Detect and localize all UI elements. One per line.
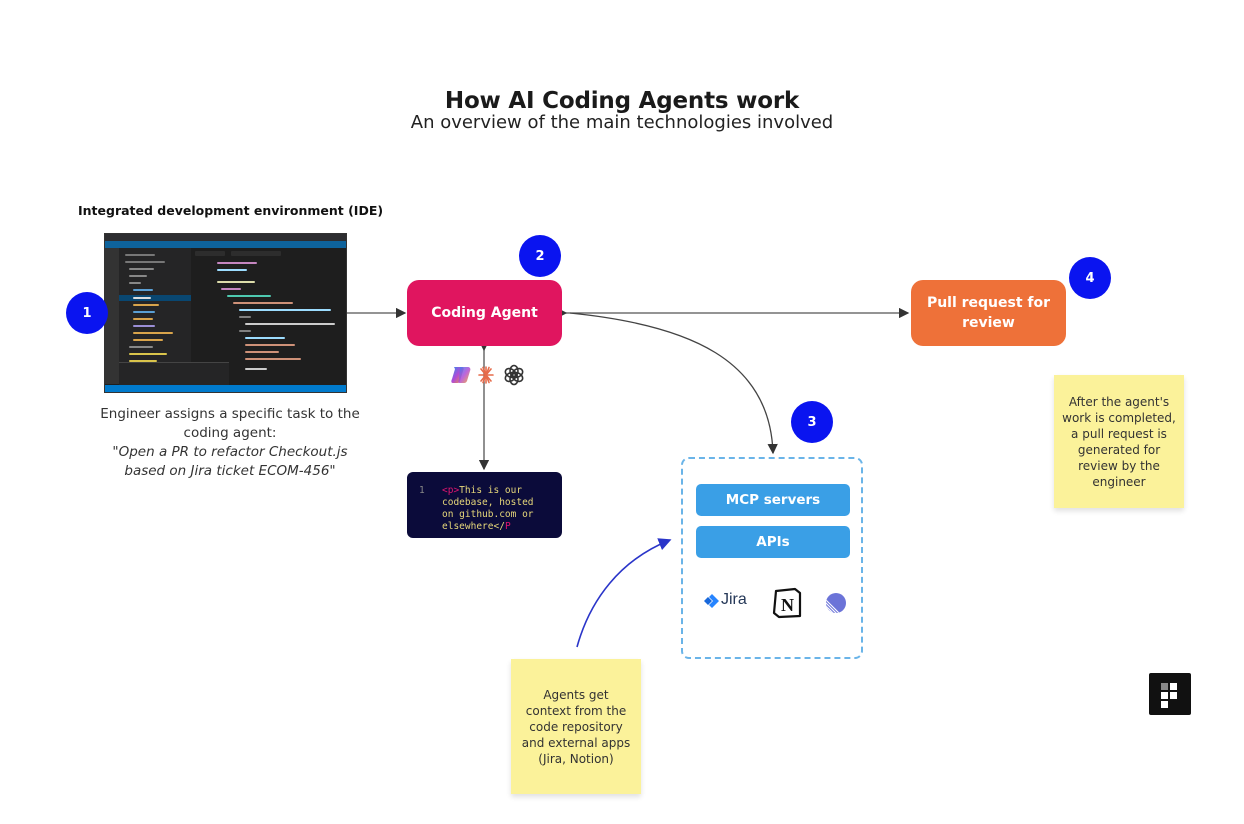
code-line-number: 1: [419, 485, 425, 496]
coding-agent-node[interactable]: Coding Agent: [407, 280, 562, 346]
ide-code-line: [239, 330, 251, 332]
ide-banner: [105, 241, 346, 248]
ide-tree-line: [133, 339, 163, 341]
logo-cell: [1170, 683, 1177, 690]
mcp-servers-node[interactable]: MCP servers: [696, 484, 850, 516]
notion-icon: N: [772, 587, 802, 619]
ide-tree-line: [129, 360, 157, 362]
apis-node[interactable]: APIs: [696, 526, 850, 558]
linear-icon: [826, 593, 846, 613]
pr-sticky-note: After the agent's work is completed, a p…: [1054, 375, 1184, 508]
ide-tab: [231, 251, 281, 256]
ide-statusbar: [105, 385, 346, 392]
jira-label: Jira: [721, 591, 747, 608]
ide-tree-line: [125, 261, 165, 263]
task-quote-line-1: "Open a PR to refactor Checkout.js: [112, 444, 348, 460]
step-3-badge: 3: [791, 401, 833, 443]
ide-code-line: [245, 351, 279, 353]
ide-tree-line: [129, 353, 167, 355]
ide-tab: [195, 251, 225, 256]
logo-cell: [1161, 692, 1168, 699]
code-open-tag: <p>: [442, 485, 460, 496]
step-4-badge: 4: [1069, 257, 1111, 299]
ide-tree-line: [133, 332, 173, 334]
notion-letter: N: [781, 595, 794, 615]
logo-cell: [1161, 683, 1168, 690]
jira-icon: [704, 594, 719, 608]
code-close-tag-letter: P: [504, 521, 511, 532]
app-logo-icon: [1149, 673, 1191, 715]
ide-code-line: [239, 309, 331, 311]
ide-code-line: [245, 368, 267, 370]
engineer-task-text: Engineer assigns a specific task to the …: [80, 405, 380, 481]
step-1-badge: 1: [66, 292, 108, 334]
logo-cell: [1161, 701, 1168, 708]
logo-cell: [1170, 692, 1177, 699]
ide-selected-file: [119, 295, 191, 301]
pr-note-text: After the agent's work is completed, a p…: [1062, 394, 1176, 489]
ide-code-line: [217, 269, 247, 271]
claude-icon: [478, 366, 494, 384]
ide-screenshot: [104, 233, 347, 393]
arrow-note-to-context: [576, 538, 672, 648]
ide-code-line: [217, 262, 257, 264]
ide-code-line: [217, 281, 255, 283]
pull-request-node[interactable]: Pull request for review: [911, 280, 1066, 346]
ide-code-line: [245, 358, 301, 360]
ide-code-line: [221, 288, 241, 290]
code-close-tag-prefix: </: [493, 521, 505, 532]
page-subtitle: An overview of the main technologies inv…: [410, 112, 834, 133]
ide-tree-line: [133, 304, 159, 306]
code-text: <p>This is our codebase, hosted on githu…: [442, 485, 534, 533]
task-description: Engineer assigns a specific task to the …: [100, 406, 360, 441]
code-body: This is our codebase, hosted on github.c…: [442, 485, 534, 532]
ide-tree-line: [125, 254, 155, 256]
context-sources-group: [681, 457, 863, 659]
ide-tree-line: [129, 282, 141, 284]
ide-titlebar: [105, 234, 346, 241]
ide-tree-line: [129, 346, 153, 348]
ide-code-line: [227, 295, 271, 297]
ide-tree-line: [129, 268, 154, 270]
ide-code-line: [233, 302, 293, 304]
ide-code-line: [245, 337, 285, 339]
ide-tree-line: [133, 325, 155, 327]
arrow-agent-context: [569, 312, 778, 455]
ide-code-line: [245, 344, 295, 346]
ide-tree-line: [133, 297, 151, 299]
page-title: How AI Coding Agents work: [444, 88, 800, 114]
ide-tree-line: [133, 318, 153, 320]
context-sticky-note: Agents get context from the code reposit…: [511, 659, 641, 794]
copilot-icon: [451, 367, 471, 383]
ide-code-line: [239, 316, 251, 318]
context-note-text: Agents get context from the code reposit…: [521, 687, 631, 766]
step-2-badge: 2: [519, 235, 561, 277]
ide-explorer: [119, 248, 191, 384]
task-quote-line-2: based on Jira ticket ECOM-456": [124, 463, 336, 479]
ide-notification: [119, 362, 229, 385]
ide-tree-line: [133, 289, 153, 291]
openai-icon: [504, 364, 524, 386]
ide-editor: [191, 248, 346, 384]
codebase-snippet: 1 <p>This is our codebase, hosted on git…: [407, 472, 562, 538]
ide-tree-line: [129, 275, 147, 277]
ide-code-line: [245, 323, 335, 325]
ide-activity-bar: [105, 248, 119, 384]
ide-label: Integrated development environment (IDE): [78, 203, 384, 218]
ide-tree-line: [133, 311, 155, 313]
